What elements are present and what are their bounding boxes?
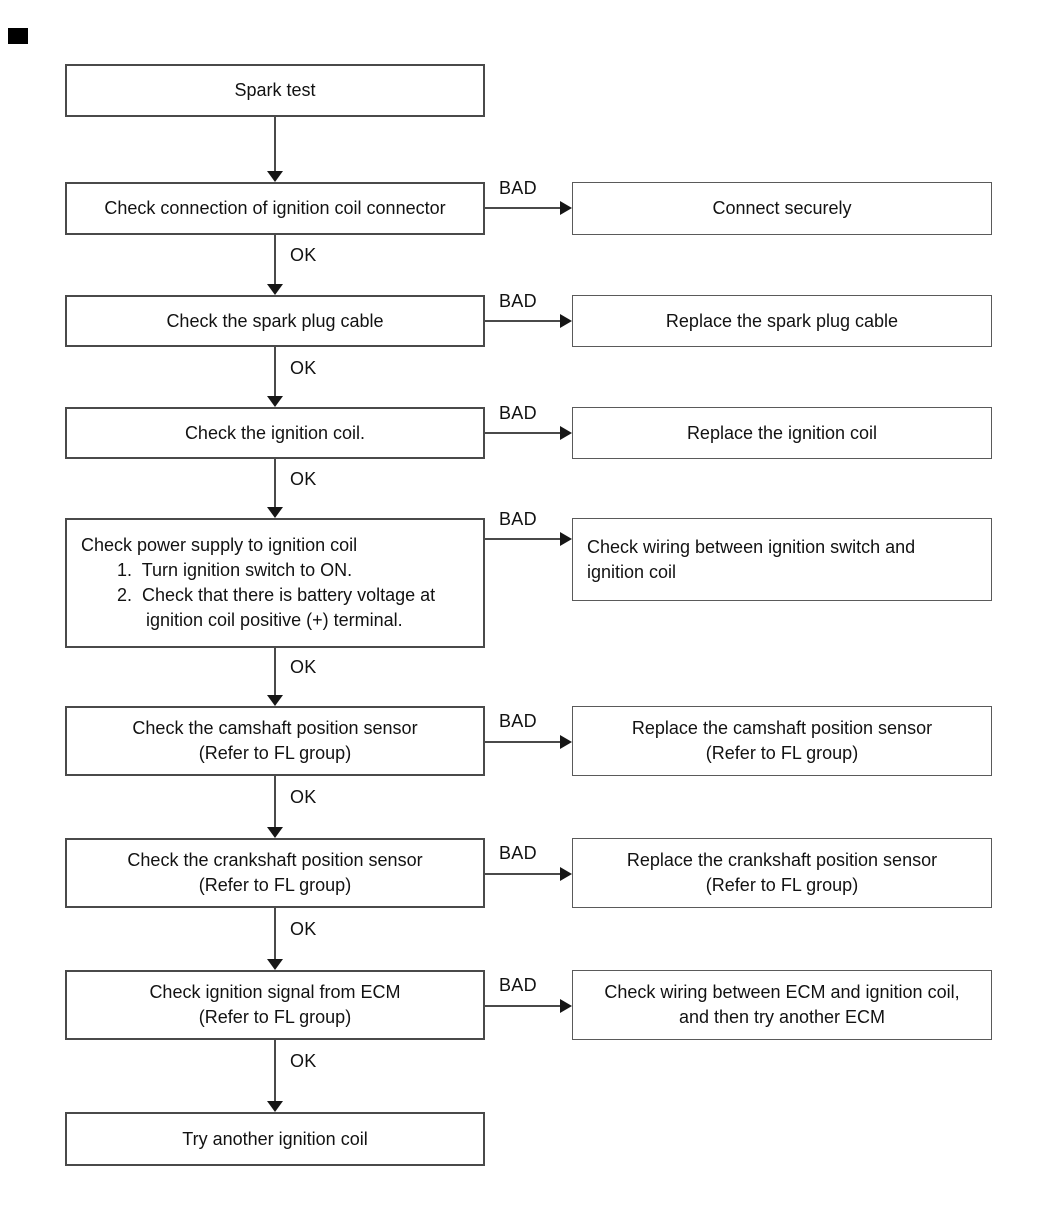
- arrow-down-icon: [267, 695, 283, 706]
- result-label: Check wiring between ECM and ignition co…: [604, 982, 960, 1003]
- result-label: Connect securely: [712, 198, 852, 219]
- step-label: Check power supply to ignition coil: [81, 535, 358, 556]
- start-box-spark-test: Spark test: [65, 64, 485, 117]
- result-label: Check wiring between ignition switch and: [587, 536, 916, 557]
- ok-label: OK: [290, 469, 317, 489]
- step-label: Check the crankshaft position sensor: [127, 850, 423, 871]
- result-box-replace-spark-plug-cable: Replace the spark plug cable: [572, 295, 992, 347]
- step-label: Check the ignition coil.: [184, 422, 366, 443]
- step-label: (Refer to FL group): [198, 875, 352, 895]
- step-label: (Refer to FL group): [198, 743, 352, 763]
- ok-label: OK: [290, 245, 317, 265]
- connector-line: [485, 432, 562, 434]
- step-box-crankshaft-sensor: Check the crankshaft position sensor (Re…: [65, 838, 485, 908]
- connector-line: [274, 117, 276, 173]
- arrow-down-icon: [267, 507, 283, 518]
- ok-label: OK: [290, 787, 317, 807]
- result-box-check-wiring-ecm: Check wiring between ECM and ignition co…: [572, 970, 992, 1040]
- arrow-right-icon: [560, 201, 572, 215]
- connector-line: [485, 741, 562, 743]
- connector-line: [274, 776, 276, 828]
- connector-line: [485, 538, 562, 540]
- ok-label: OK: [290, 657, 317, 677]
- step-label: Check connection of ignition coil connec…: [104, 198, 446, 219]
- arrow-right-icon: [560, 532, 572, 546]
- result-box-replace-crankshaft-sensor: Replace the crankshaft position sensor (…: [572, 838, 992, 908]
- result-label: Replace the spark plug cable: [665, 310, 899, 331]
- connector-line: [485, 320, 562, 322]
- end-box-try-another-ignition-coil: Try another ignition coil: [65, 1112, 485, 1166]
- result-label: Replace the camshaft position sensor: [631, 718, 933, 739]
- connector-line: [274, 908, 276, 960]
- corner-marker: [8, 28, 28, 44]
- result-label: (Refer to FL group): [705, 743, 859, 763]
- step-label: (Refer to FL group): [198, 1007, 352, 1027]
- arrow-down-icon: [267, 284, 283, 295]
- start-box-label: Spark test: [234, 80, 316, 101]
- arrow-right-icon: [560, 426, 572, 440]
- step-box-ignition-coil: Check the ignition coil.: [65, 407, 485, 459]
- step-label: Check the spark plug cable: [166, 310, 384, 331]
- bad-label: BAD: [499, 178, 537, 198]
- connector-line: [485, 873, 562, 875]
- bad-label: BAD: [499, 711, 537, 731]
- result-box-replace-camshaft-sensor: Replace the camshaft position sensor (Re…: [572, 706, 992, 776]
- connector-line: [485, 207, 562, 209]
- connector-line: [274, 459, 276, 507]
- connector-line: [274, 1040, 276, 1102]
- result-label: and then try another ECM: [678, 1007, 886, 1027]
- result-box-connect-securely: Connect securely: [572, 182, 992, 235]
- arrow-down-icon: [267, 171, 283, 182]
- step-box-camshaft-sensor: Check the camshaft position sensor (Refe…: [65, 706, 485, 776]
- arrow-right-icon: [560, 999, 572, 1013]
- ok-label: OK: [290, 1051, 317, 1071]
- end-box-label: Try another ignition coil: [182, 1128, 368, 1149]
- result-box-check-wiring-ignition-switch: Check wiring between ignition switch and…: [572, 518, 992, 601]
- bad-label: BAD: [499, 291, 537, 311]
- step-list-item: ignition coil positive (+) terminal.: [146, 609, 403, 630]
- connector-line: [274, 347, 276, 396]
- ok-label: OK: [290, 919, 317, 939]
- step-box-check-connection: Check connection of ignition coil connec…: [65, 182, 485, 235]
- arrow-down-icon: [267, 1101, 283, 1112]
- arrow-down-icon: [267, 959, 283, 970]
- connector-line: [274, 648, 276, 696]
- step-label: Check ignition signal from ECM: [149, 982, 401, 1003]
- result-label: ignition coil: [587, 561, 677, 582]
- arrow-down-icon: [267, 827, 283, 838]
- arrow-right-icon: [560, 735, 572, 749]
- result-label: Replace the crankshaft position sensor: [626, 850, 938, 871]
- bad-label: BAD: [499, 843, 537, 863]
- arrow-right-icon: [560, 314, 572, 328]
- connector-line: [274, 235, 276, 284]
- connector-line: [485, 1005, 562, 1007]
- step-list-item: 2. Check that there is battery voltage a…: [117, 585, 436, 605]
- ok-label: OK: [290, 358, 317, 378]
- result-label: Replace the ignition coil: [686, 422, 878, 443]
- arrow-right-icon: [560, 867, 572, 881]
- step-box-ecm-signal: Check ignition signal from ECM (Refer to…: [65, 970, 485, 1040]
- bad-label: BAD: [499, 509, 537, 529]
- bad-label: BAD: [499, 975, 537, 995]
- step-list-item: 1. Turn ignition switch to ON.: [117, 560, 353, 581]
- step-box-spark-plug-cable: Check the spark plug cable: [65, 295, 485, 347]
- bad-label: BAD: [499, 403, 537, 423]
- step-label: Check the camshaft position sensor: [132, 718, 418, 739]
- arrow-down-icon: [267, 396, 283, 407]
- step-box-power-supply: Check power supply to ignition coil 1. T…: [65, 518, 485, 648]
- result-box-replace-ignition-coil: Replace the ignition coil: [572, 407, 992, 459]
- result-label: (Refer to FL group): [705, 875, 859, 895]
